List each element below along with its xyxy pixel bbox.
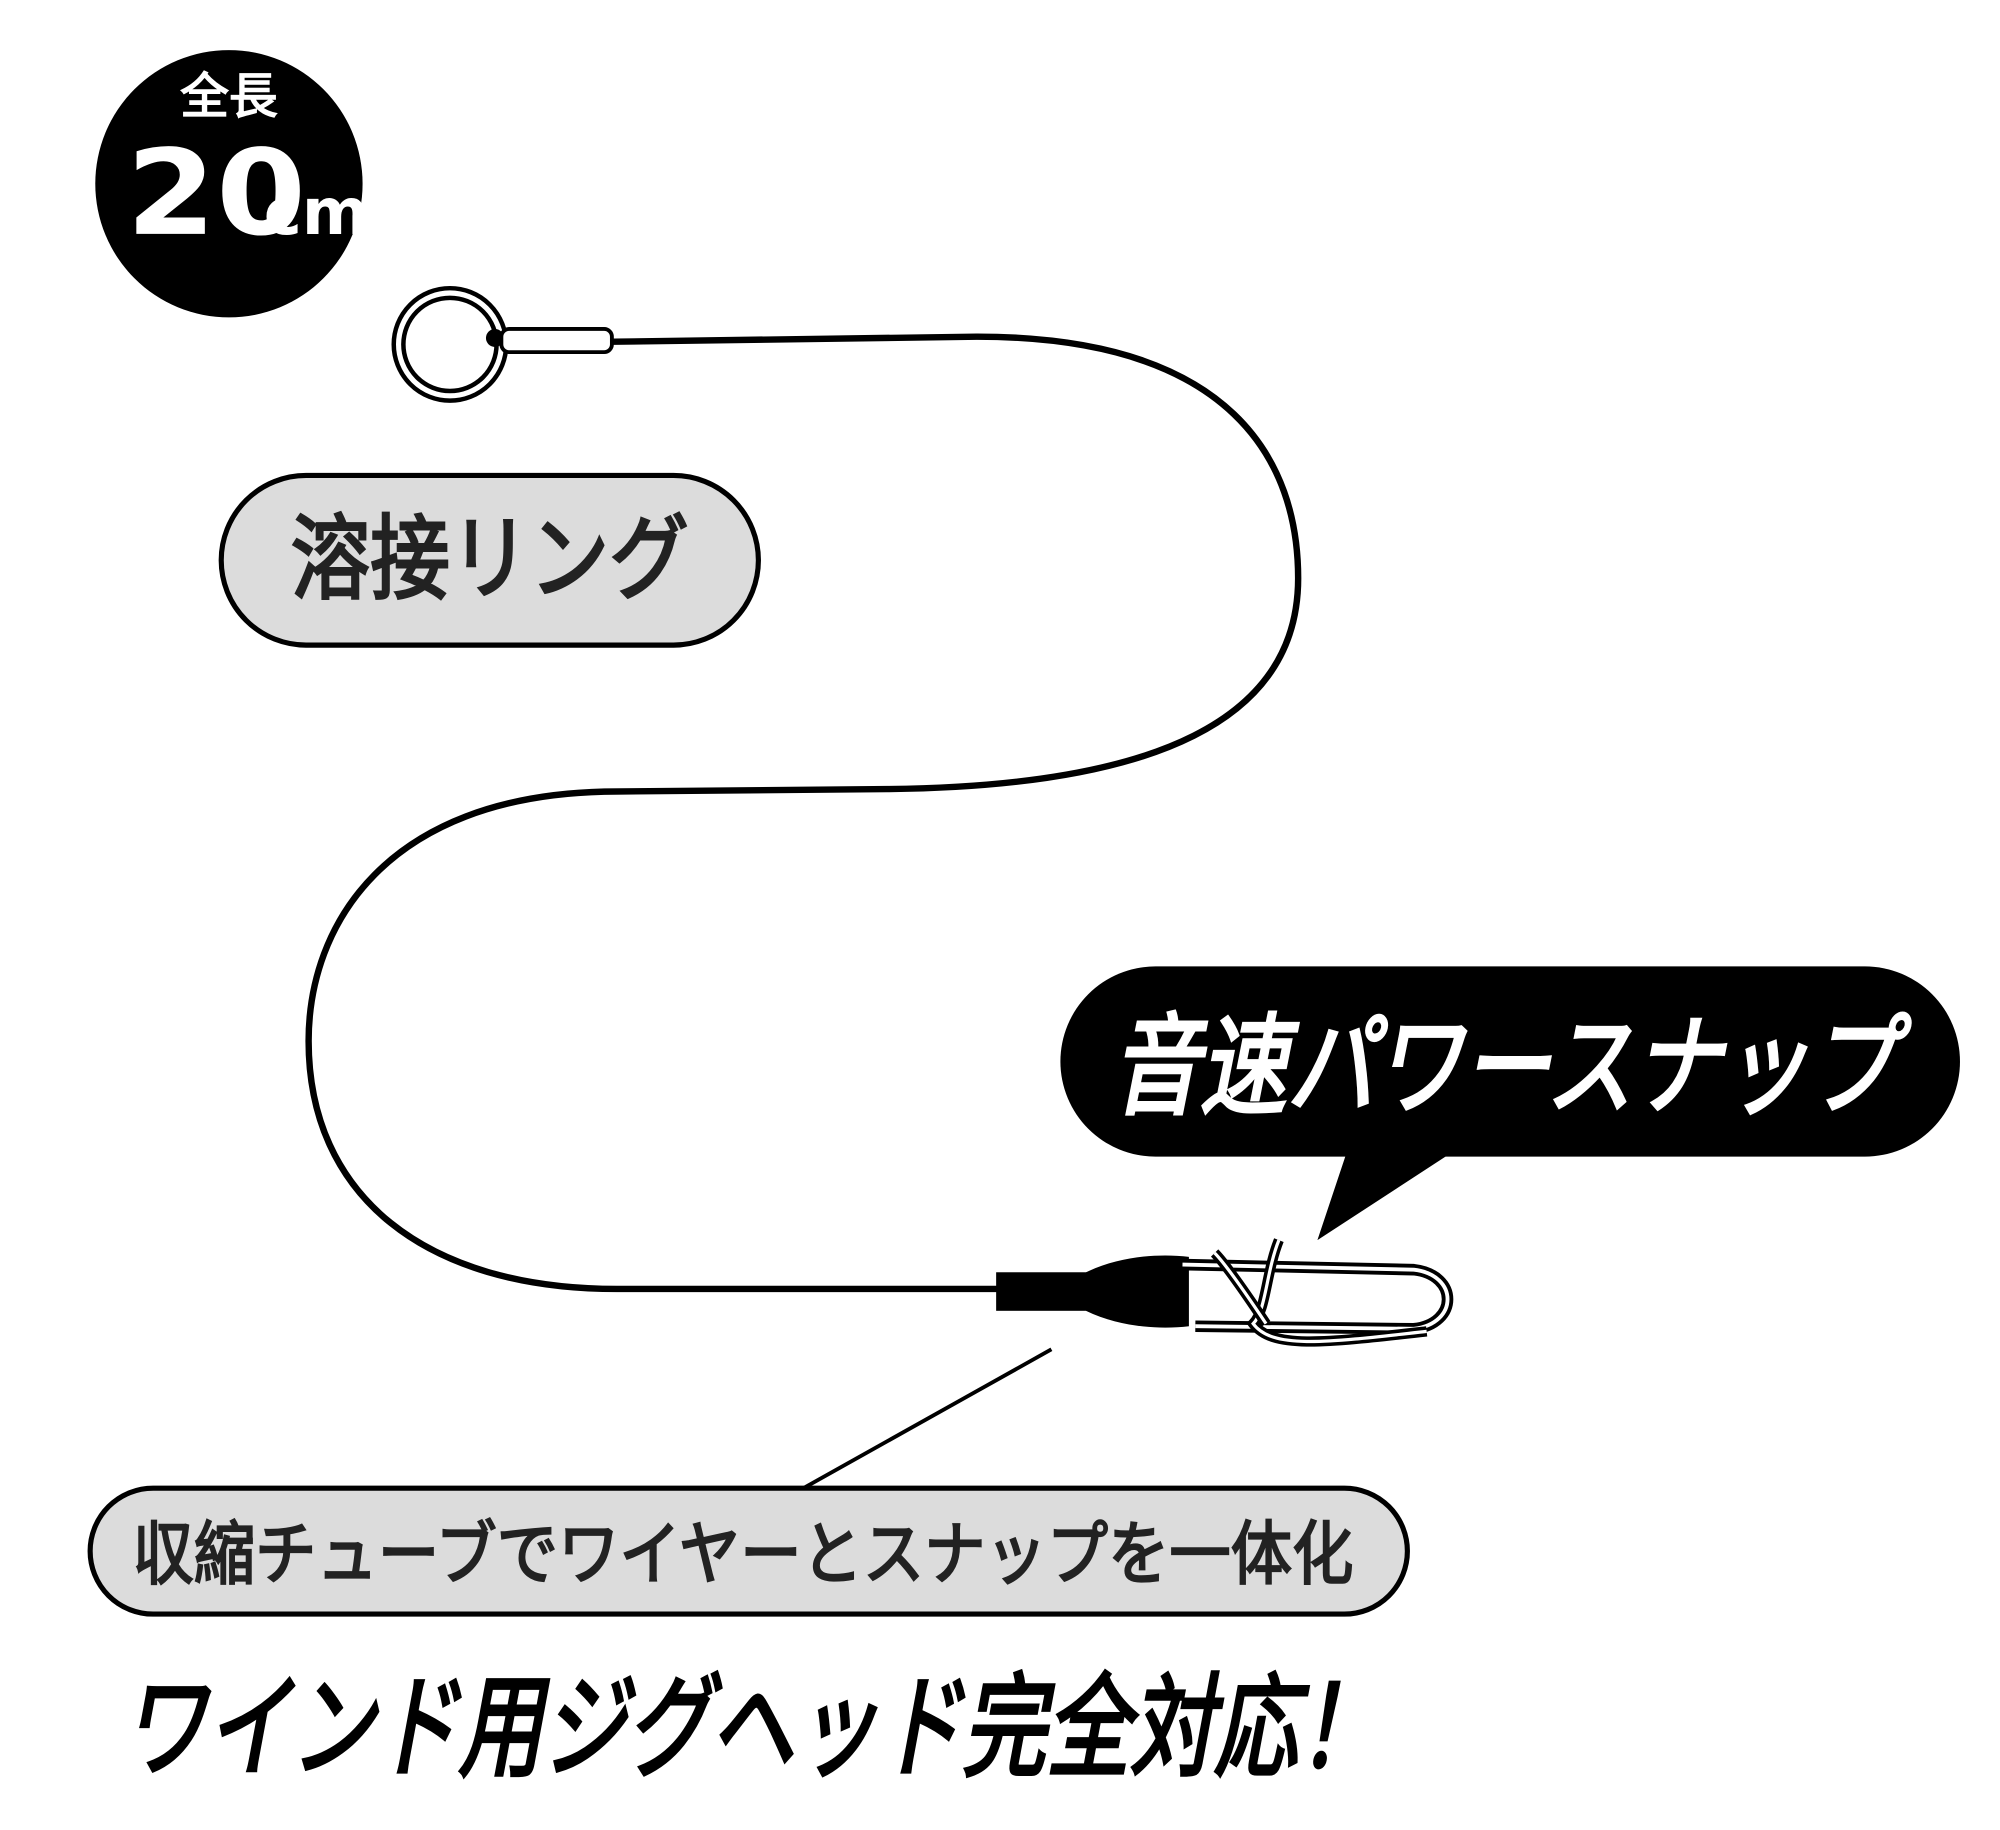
- tube-label: 収縮チューブでワイヤーとスナップを一体化: [87, 1485, 1410, 1617]
- length-badge-label: 全長: [179, 68, 278, 125]
- tube-leader-line: [802, 1347, 1053, 1490]
- ring-label-text: 溶接リング: [291, 505, 689, 613]
- headline: ワインド用ジグヘッド完全対応！: [122, 1662, 1381, 1794]
- length-badge: 全長 20 cm: [95, 50, 369, 318]
- ring-label: 溶接リング: [218, 472, 761, 648]
- length-badge-value: 20: [126, 124, 306, 262]
- snap-callout-text: 音速パワースナップ: [1112, 1003, 1913, 1132]
- length-badge-unit: cm: [264, 175, 369, 250]
- welded-ring-icon: [391, 285, 614, 403]
- snap-callout: 音速パワースナップ: [1060, 966, 1960, 1241]
- wire: [305, 333, 1302, 1293]
- snap-icon: [996, 1238, 1454, 1347]
- tube-label-text: 収縮チューブでワイヤーとスナップを一体化: [133, 1515, 1354, 1595]
